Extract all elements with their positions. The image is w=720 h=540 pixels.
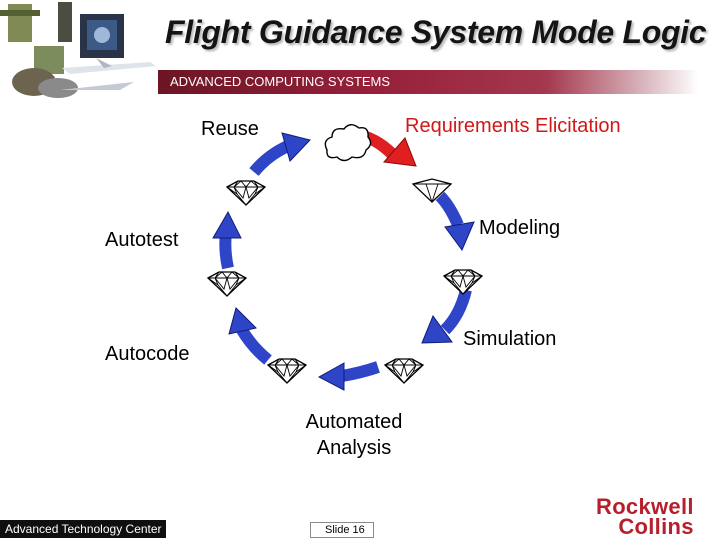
arrow-autotest-to-reuse xyxy=(249,140,291,176)
label-autotest: Autotest xyxy=(105,229,179,251)
gem-analysis-icon xyxy=(267,358,307,384)
arrow-simulation-to-analysis xyxy=(340,361,380,382)
label-simulation: Simulation xyxy=(463,328,557,350)
label-reuse: Reuse xyxy=(201,118,259,140)
label-automated-analysis: Automated Analysis xyxy=(305,411,403,459)
gem-simulation-icon xyxy=(384,358,424,384)
org-banner: ADVANCED COMPUTING SYSTEMS xyxy=(158,70,698,94)
arrow-reuse-to-requirements-head xyxy=(383,137,417,167)
arrow-modeling-to-simulation-head xyxy=(421,314,453,344)
gem-autocode-icon xyxy=(207,271,247,297)
arrow-requirements-to-modeling xyxy=(435,191,464,228)
arrow-requirements-to-modeling-head xyxy=(444,221,475,251)
label-requirements-elicitation: Requirements Elicitation xyxy=(405,115,621,137)
rockwell-collins-logo: Rockwell Collins xyxy=(596,494,694,539)
label-modeling: Modeling xyxy=(479,217,561,239)
slide-number: Slide 16 xyxy=(325,524,365,536)
org-banner-text: ADVANCED COMPUTING SYSTEMS xyxy=(170,74,391,89)
gem-modeling-icon xyxy=(443,269,483,295)
arrow-analysis-to-autocode xyxy=(236,326,272,365)
label-autocode: Autocode xyxy=(105,343,190,365)
arrow-autotest-to-reuse-head xyxy=(281,132,311,162)
footer-center-label: Advanced Technology Center xyxy=(5,522,162,536)
slide-number-box: Slide 16 xyxy=(310,522,374,538)
gem-autotest-icon xyxy=(226,180,266,206)
slide-title: Flight Guidance System Mode Logic xyxy=(165,14,707,50)
cloud-icon xyxy=(324,124,372,162)
arrow-analysis-to-autocode-head xyxy=(228,307,257,335)
footer-center-box: Advanced Technology Center xyxy=(0,520,166,538)
header-photo-collage xyxy=(0,2,156,98)
arrow-autocode-to-autotest-head xyxy=(212,210,242,239)
arrow-modeling-to-simulation xyxy=(440,288,472,335)
arrow-simulation-to-analysis-head xyxy=(317,362,345,391)
